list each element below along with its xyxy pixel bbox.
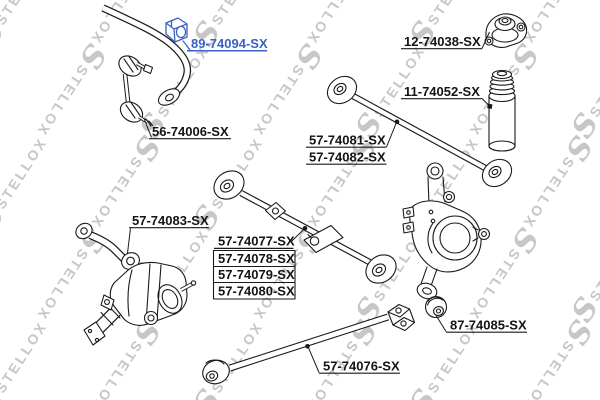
- stabilizer-bar-drawing: [101, 4, 192, 106]
- part-label-11-74052-sx[interactable]: 11-74052-SX: [404, 84, 480, 99]
- part-label-57-74081-sx[interactable]: 57-74081-SX: [309, 133, 386, 148]
- lateral-rod-upper-drawing: [326, 75, 513, 188]
- strut-mount-drawing: [484, 13, 528, 48]
- knuckle-drawing: [402, 162, 491, 300]
- part-label-57-74079-sx[interactable]: 57-74079-SX: [218, 267, 295, 282]
- leader-lines: [127, 31, 493, 373]
- part-label-89-74094-sx[interactable]: 89-74094-SX: [191, 36, 268, 51]
- stabilizer-bushing-drawing[interactable]: [165, 17, 191, 51]
- trailing-arm-drawing: [202, 303, 416, 385]
- part-label-57-74076-sx[interactable]: 57-74076-SX: [323, 359, 400, 374]
- part-label-56-74006-sx[interactable]: 56-74006-SX: [152, 124, 229, 139]
- part-label-12-74038-sx[interactable]: 12-74038-SX: [404, 34, 481, 49]
- part-label-87-74085-sx[interactable]: 87-74085-SX: [450, 318, 527, 333]
- part-label-57-74082-sx[interactable]: 57-74082-SX: [309, 150, 386, 165]
- part-label-57-74083-sx[interactable]: 57-74083-SX: [132, 213, 209, 228]
- stabilizer-link-drawing: [118, 55, 154, 127]
- differential-drawing: [83, 261, 197, 346]
- part-label-box: [212, 281, 296, 300]
- bump-stop-drawing: [488, 69, 516, 152]
- knuckle-bushing-drawing: [424, 295, 448, 319]
- part-label-57-74080-sx[interactable]: 57-74080-SX: [218, 284, 295, 299]
- part-labels: 89-74094-SX 12-74038-SX 11-74052-SX 56-7…: [129, 34, 527, 374]
- part-label-57-74078-sx[interactable]: 57-74078-SX: [218, 251, 295, 266]
- part-label-57-74077-sx[interactable]: 57-74077-SX: [218, 234, 295, 249]
